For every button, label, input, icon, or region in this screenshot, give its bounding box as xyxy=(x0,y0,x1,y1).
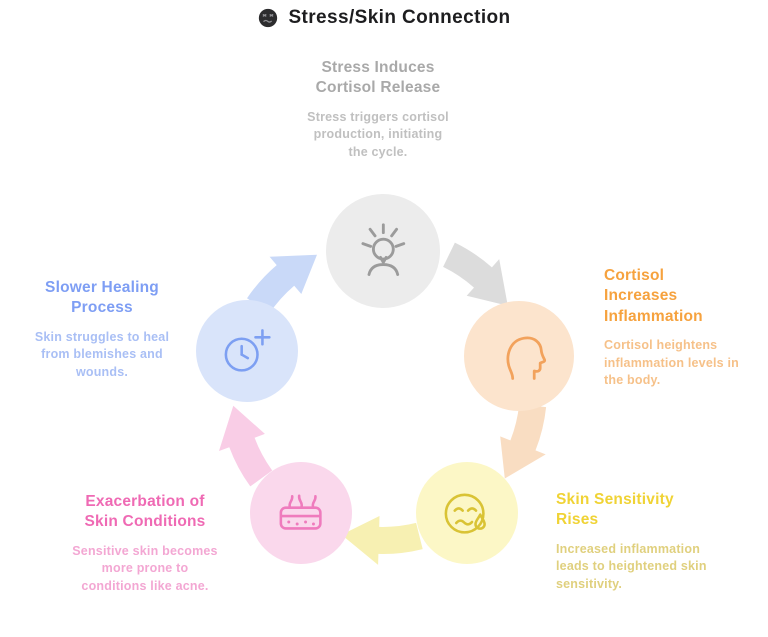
cycle-arrow-from-cortisol-increases-inflammation xyxy=(500,404,547,479)
node-label-skin-conditions: Exacerbation of Skin Conditions Sensitiv… xyxy=(55,492,235,595)
node-description-stress: Stress triggers cortisol production, ini… xyxy=(307,109,449,159)
node-label-healing: Slower Healing Process Skin struggles to… xyxy=(12,278,192,381)
node-label-stress: Stress Induces Cortisol Release Stress t… xyxy=(258,58,498,161)
node-label-inflammation: Cortisol Increases Inflammation Cortisol… xyxy=(604,266,764,390)
node-circle-stress xyxy=(326,194,440,308)
page-title: Stress/Skin Connection xyxy=(288,7,511,28)
node-title-healing: Slower Healing Process xyxy=(45,279,159,317)
node-description-healing: Skin struggles to heal from blemishes an… xyxy=(34,329,170,379)
node-title-skin-conditions: Exacerbation of Skin Conditions xyxy=(84,493,206,531)
stressed-person-icon xyxy=(361,223,405,276)
crying-face-icon xyxy=(444,493,487,535)
node-circle-skin-conditions xyxy=(250,462,352,564)
cycle-arrow-from-stress-induces-cortisol-release xyxy=(443,242,508,306)
node-label-sensitivity: Skin Sensitivity Rises Increased inflamm… xyxy=(556,490,761,593)
node-title-sensitivity: Skin Sensitivity Rises xyxy=(556,491,674,529)
node-circle-inflammation xyxy=(464,301,574,411)
skin-layer-icon xyxy=(279,494,323,531)
node-circle-sensitivity xyxy=(416,462,518,564)
head-profile-icon xyxy=(506,336,546,380)
confounded-face-icon xyxy=(257,7,279,29)
cycle-arrow-from-skin-sensitivity-rises xyxy=(341,516,423,565)
cycle-arrow-from-slower-healing-process xyxy=(247,254,317,314)
clock-plus-icon xyxy=(224,329,272,373)
cycle-arrow-from-exacerbation-of-skin-conditions xyxy=(219,405,273,487)
node-title-inflammation: Cortisol Increases Inflammation xyxy=(604,267,703,325)
node-title-stress: Stress Induces Cortisol Release xyxy=(315,59,441,97)
node-description-skin-conditions: Sensitive skin becomes more prone to con… xyxy=(72,543,218,593)
node-description-sensitivity: Increased inflammation leads to heighten… xyxy=(556,541,707,591)
node-description-inflammation: Cortisol heightens inflammation levels i… xyxy=(604,338,739,388)
node-circle-healing xyxy=(196,300,298,402)
header: Stress/Skin Connection xyxy=(0,7,768,29)
